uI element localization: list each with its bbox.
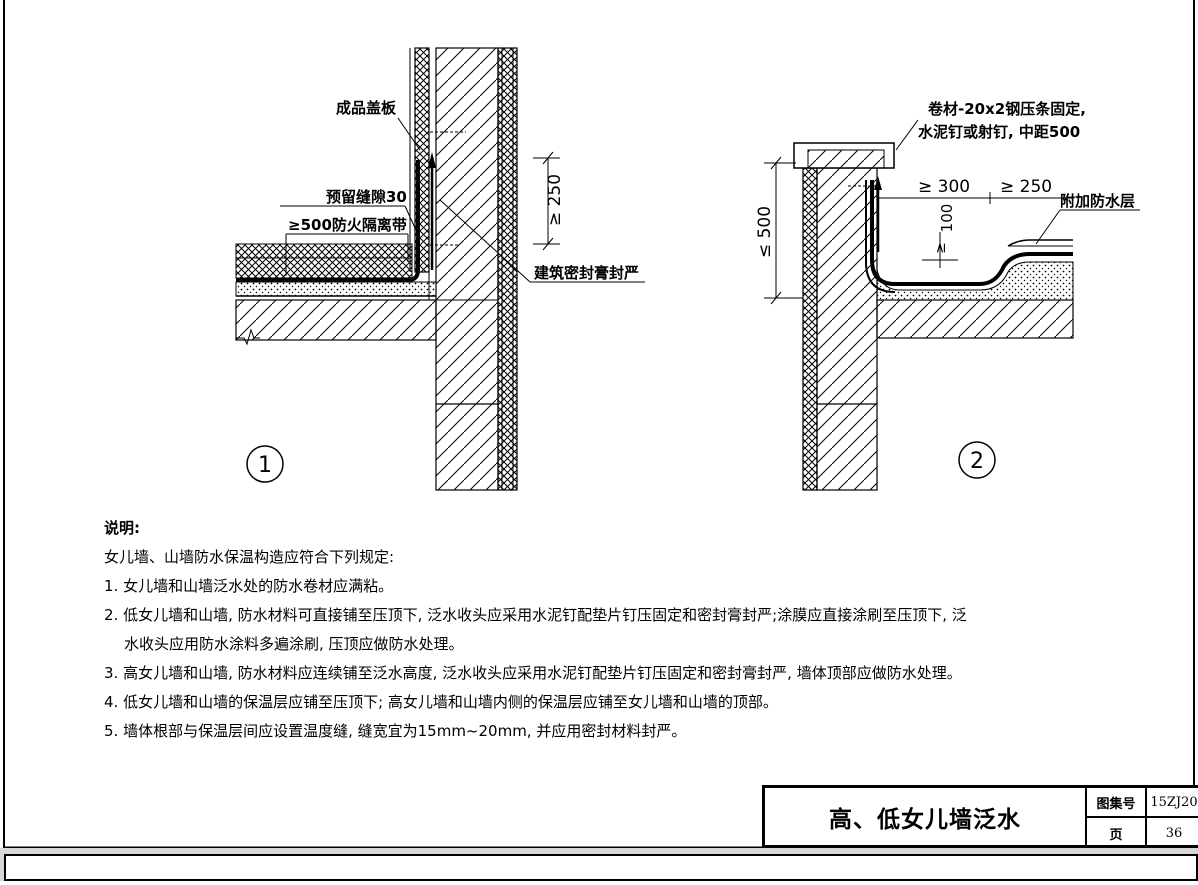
label-fixing-line2: 水泥钉或射钉, 中距500: [918, 123, 1080, 141]
detail-number-1: 1: [258, 453, 272, 478]
label-fixing-line1: 卷材-20x2钢压条固定,: [927, 100, 1086, 118]
note-item-4: 4. 低女儿墙和山墙的保温层应铺至压顶下; 高女儿墙和山墙内侧的保温层应铺至女儿…: [104, 693, 778, 711]
next-page-strip: [0, 848, 1198, 881]
label-sealant: 建筑密封膏封严: [534, 264, 639, 282]
next-page-edge: [4, 854, 1198, 881]
detail-1: ≥ 250 成品盖板 预留缝隙30 ≥500防火隔离带 建筑密封膏封严 1: [235, 47, 645, 491]
notes-intro: 女儿墙、山墙防水保温构造应符合下列规定:: [104, 548, 395, 566]
note-item-2-continued: 水收头应用防水涂料多遍涂刷, 压顶应做防水处理。: [124, 635, 464, 653]
dim-100: 100: [938, 204, 956, 233]
atlas-number-value: 15ZJ20: [1147, 788, 1198, 818]
svg-text:≥: ≥: [933, 242, 949, 254]
note-item-1: 1. 女儿墙和山墙泛水处的防水卷材应满粘。: [104, 577, 394, 595]
detail-number-circle-2: [958, 441, 996, 479]
parapet-wall-2: [816, 167, 878, 491]
detail-number-2: 2: [970, 449, 984, 474]
protection-layer-1: [235, 243, 413, 259]
membrane-1: [236, 160, 420, 282]
roof-slab-1: [235, 299, 437, 341]
membrane-2: [870, 180, 1073, 286]
detail-2: ≤ 500 ≥ 300 ≥ 250 100 ≥ 卷材-20x2钢压条固定, 水泥…: [755, 100, 1140, 491]
notes-section: 说明: 女儿墙、山墙防水保温构造应符合下列规定: 1. 女儿墙和山墙泛水处的防水…: [104, 514, 1064, 746]
dim-le-500: ≤ 500: [755, 206, 775, 258]
label-reserved-gap: 预留缝隙30: [326, 188, 407, 206]
note-item-3: 3. 高女儿墙和山墙, 防水材料应连续铺至泛水高度, 泛水收头应采用水泥钉配垫片…: [104, 664, 962, 682]
outer-insulation-2: [802, 167, 818, 491]
notes-heading: 说明:: [104, 519, 140, 537]
label-cover-board: 成品盖板: [336, 99, 397, 117]
roof-slab-2: [876, 299, 1074, 339]
dim-ge-250: ≥ 250: [545, 174, 565, 226]
label-extra-layer: 附加防水层: [1060, 192, 1135, 210]
note-item-2: 2. 低女儿墙和山墙, 防水材料可直接铺至压顶下, 泛水收头应采用水泥钉配垫片钉…: [104, 606, 967, 624]
screed-layer-1: [235, 281, 437, 297]
insulation-layer-1: [235, 257, 413, 279]
atlas-number-label: 图集号: [1087, 788, 1147, 818]
page-number: 36: [1165, 825, 1183, 841]
coping-inner-2: [807, 149, 885, 169]
dim-ge-250: ≥ 250: [1000, 177, 1052, 197]
detail-number-circle-1: [246, 445, 284, 483]
screed-layer-2: [876, 261, 1074, 301]
drawing-title: 高、低女儿墙泛水: [765, 788, 1087, 845]
dim-ge-300: ≥ 300: [918, 177, 970, 197]
page-label: 页: [1087, 818, 1147, 848]
label-firebreak: ≥500防火隔离带: [288, 216, 407, 234]
note-item-5: 5. 墙体根部与保温层间应设置温度缝, 缝宽宜为15mm~20mm, 并应用密封…: [104, 722, 687, 740]
parapet-wall-1: [435, 47, 499, 491]
title-block: 高、低女儿墙泛水 图集号 15ZJ20 页 36: [762, 785, 1198, 848]
outer-insulation-1: [497, 47, 518, 491]
